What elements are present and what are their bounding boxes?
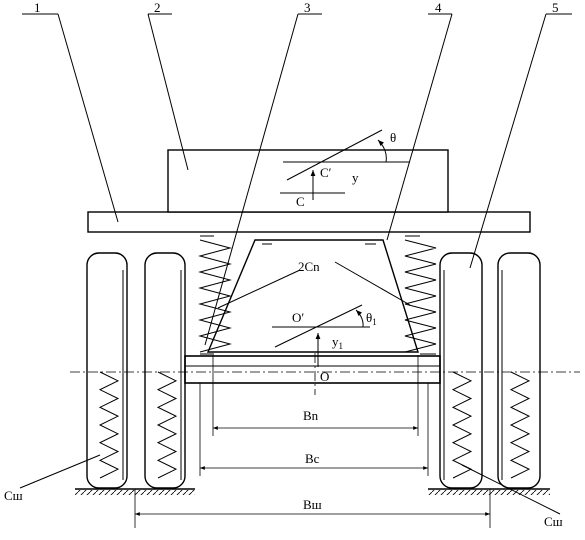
label-2cn: 2Cn [298, 259, 320, 274]
wheel-right-outer [497, 252, 541, 489]
wheel-left-inner [144, 252, 186, 489]
callout-2: 2 [154, 0, 161, 15]
tire-springs [98, 371, 531, 479]
cabin-body [167, 149, 449, 213]
leader-2cn-right [334, 261, 411, 306]
label-csh-left: Сш [4, 488, 23, 503]
label-o-prime: O′ [292, 310, 304, 325]
suspension-spring-left [198, 235, 232, 355]
leader-2cn-left [217, 269, 301, 309]
axle [184, 355, 441, 384]
wheel-left-outer [86, 252, 128, 489]
callout-5: 5 [552, 0, 559, 15]
suspension-spring-right [404, 235, 437, 355]
label-bc: Bc [305, 451, 320, 466]
dimension-extensions [134, 355, 491, 528]
label-o: O [320, 369, 329, 384]
leader-csh-left [19, 454, 101, 489]
label-theta: θ [390, 130, 396, 145]
label-bsh: Bш [303, 497, 322, 512]
callout-1: 1 [34, 0, 41, 15]
callout-leaders [22, 13, 572, 346]
cabin-coordinates [280, 129, 410, 200]
label-y1: y1 [332, 334, 343, 351]
axle-coordinates [272, 304, 370, 367]
label-c: C [296, 194, 305, 209]
label-csh-right: Сш [544, 514, 563, 529]
callout-4: 4 [435, 0, 442, 15]
leader-csh-right [461, 464, 561, 515]
wheel-right-inner [439, 252, 483, 489]
label-theta1: θ1 [366, 310, 377, 327]
label-bn: Bn [303, 408, 319, 423]
callout-3: 3 [304, 0, 311, 15]
frame-beam [87, 211, 531, 233]
label-c-prime: C′ [320, 165, 332, 180]
ground-right [428, 488, 550, 495]
trapezoid-frame [206, 239, 419, 353]
label-y: y [352, 170, 359, 185]
